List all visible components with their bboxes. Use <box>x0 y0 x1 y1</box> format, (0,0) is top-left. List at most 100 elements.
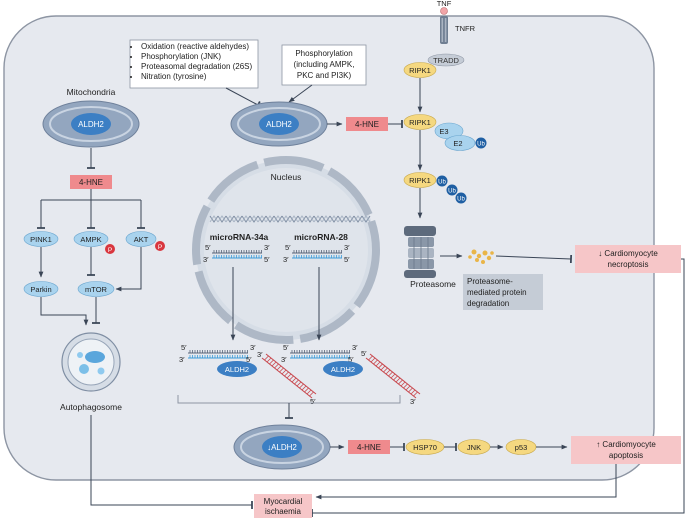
mirna34a-label: microRNA-34a <box>210 232 269 242</box>
aldh2-down-label: ↓ALDH2 <box>267 443 297 452</box>
mod-right-line2: (including AMPK, <box>294 60 355 69</box>
target2-5prime: 5′ <box>283 343 289 352</box>
duplex1-5prime: 5′ <box>205 243 211 252</box>
degraded-strand-2 <box>365 353 421 399</box>
e2-enzyme <box>444 135 476 151</box>
modification-list: Oxidation (reactive aldehydes) Phosphory… <box>132 42 257 82</box>
tradd-label: TRADD <box>433 56 459 65</box>
ampk-label: AMPK <box>80 235 101 244</box>
mod-right-line3: PKC and PI3K) <box>297 71 352 80</box>
target-strand-2-top <box>290 350 350 354</box>
duplex1-5prime-b: 5′ <box>264 255 270 264</box>
phospho-akt-label: P <box>158 244 162 251</box>
mod-item-nitration: Nitration (tyrosine) <box>141 72 257 82</box>
target2-3prime-b: 3′ <box>281 355 287 364</box>
hsp70-label: HSP70 <box>413 443 437 452</box>
duplex2-3prime: 3′ <box>344 243 350 252</box>
p53-label: p53 <box>515 443 528 452</box>
proteasome-label: Proteasome <box>410 279 456 289</box>
mirna28-strand-top <box>292 250 342 254</box>
mitochondrion-bottom <box>233 424 331 470</box>
hne-box-top <box>346 117 388 131</box>
target2-3prime: 3′ <box>352 343 358 352</box>
necroptosis-box <box>575 245 681 273</box>
ischaemia-line1: Myocardial <box>264 497 303 506</box>
degraded1-5prime: 5′ <box>310 397 316 406</box>
mitochondrion-top-middle <box>230 101 328 147</box>
mirna34a-strand-top <box>212 250 262 254</box>
ripk1-node-2 <box>403 114 437 130</box>
aldh2-transcript-1 <box>217 361 257 377</box>
mirna28-strand-bottom <box>292 255 342 259</box>
akt-label: AKT <box>134 235 149 244</box>
necroptosis-line2: necroptosis <box>608 260 649 269</box>
target1-5prime-b: 5′ <box>246 355 252 364</box>
nucleus-title: Nucleus <box>271 172 302 182</box>
ischaemia-box <box>254 494 312 518</box>
mtor-label: mTOR <box>85 285 108 294</box>
dna-strand <box>209 215 371 223</box>
hne-label-bottom: 4-HNE <box>357 443 381 452</box>
necroptosis-line1: ↓ Cardiomyocyte <box>598 249 658 258</box>
ripk1-node-3 <box>403 172 437 188</box>
ub-1-label: Ub <box>438 180 446 186</box>
duplex2-5prime-b: 5′ <box>344 255 350 264</box>
ub-e2 <box>475 137 487 149</box>
ub-2-label: Ub <box>448 189 456 195</box>
ripk1-label-2: RIPK1 <box>409 118 431 127</box>
e2-label: E2 <box>453 139 462 148</box>
tnfr-label: TNFR <box>455 24 476 33</box>
hne-box-bottom <box>348 440 390 454</box>
modification-box-right <box>281 44 367 86</box>
aldh2-label: ALDH2 <box>78 120 104 129</box>
aldh2-label-top: ALDH2 <box>266 120 292 129</box>
e3-label: E3 <box>439 127 448 136</box>
ripk1-node-1 <box>403 62 437 78</box>
modification-box-left <box>129 39 259 89</box>
ub-3-label: Ub <box>457 197 465 203</box>
ub-2 <box>446 184 458 196</box>
mitochondrion-top-left <box>42 100 140 148</box>
apoptosis-line2: apoptosis <box>609 451 643 460</box>
phospho-ampk-label: P <box>108 247 112 254</box>
hne-label-top: 4-HNE <box>355 120 379 129</box>
aldh2-transcript-2 <box>323 361 363 377</box>
degradation-line3: degradation <box>467 299 509 308</box>
pink1-node <box>23 231 59 247</box>
degraded-strand-1 <box>261 353 317 399</box>
mod-right-line1: Phosphorylation <box>295 49 352 58</box>
ub-e2-label: Ub <box>477 142 485 148</box>
tnf-receptor <box>427 7 465 67</box>
autophagosome <box>61 332 121 392</box>
ischaemia-line2: ischaemia <box>265 507 302 516</box>
target2-5prime-b: 5′ <box>348 355 354 364</box>
target1-3prime-b: 3′ <box>179 355 185 364</box>
ub-3 <box>455 192 467 204</box>
pink1-label: PINK1 <box>30 235 52 244</box>
peptide-fragments <box>468 249 494 264</box>
ampk-node <box>73 231 109 247</box>
duplex1-3prime-b: 3′ <box>203 255 209 264</box>
mod-item-oxidation: Oxidation (reactive aldehydes) <box>141 42 257 52</box>
degraded2-5prime: 5′ <box>361 349 367 358</box>
phospho-akt <box>155 241 165 251</box>
phospho-ampk <box>105 244 115 254</box>
mitochondria-title: Mitochondria <box>67 87 116 97</box>
target1-3prime: 3′ <box>250 343 256 352</box>
aldh2-transcript-2-label: ALDH2 <box>331 365 355 374</box>
mod-item-jnk: Phosphorylation (JNK) <box>141 52 257 62</box>
aldh2-transcript-1-label: ALDH2 <box>225 365 249 374</box>
aldh2-node <box>71 113 111 135</box>
ripk1-label-1: RIPK1 <box>409 66 431 75</box>
autophagosome-label: Autophagosome <box>60 402 122 412</box>
apoptosis-line1: ↑ Cardiomyocyte <box>596 440 656 449</box>
hne-box-left <box>70 175 112 189</box>
ub-1 <box>436 175 448 187</box>
mod-item-proteasomal: Proteasomal degradation (26S) <box>141 62 257 72</box>
mirna34a-strand-bottom <box>212 255 262 259</box>
proteasome <box>404 226 436 278</box>
duplex1-3prime: 3′ <box>264 243 270 252</box>
degradation-line2: mediated protein <box>467 288 527 297</box>
